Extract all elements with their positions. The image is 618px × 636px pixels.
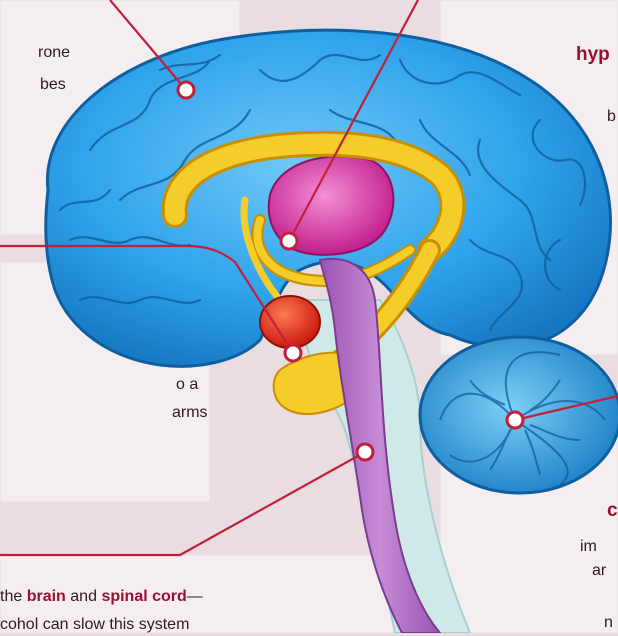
top-right-label-line1: b bbox=[607, 106, 616, 128]
brain-term: brain bbox=[27, 588, 66, 605]
bottom-right-label-line3: ar bbox=[592, 560, 606, 582]
bottom-left-dash: — bbox=[187, 588, 203, 605]
amygdala bbox=[260, 296, 320, 348]
leader-line-brainstem bbox=[0, 452, 365, 555]
callout-dot-cerebellum bbox=[507, 412, 523, 428]
bottom-right-heading: c bbox=[607, 500, 618, 522]
callout-dot-limbic bbox=[285, 345, 301, 361]
bottom-left-label-line1: the brain and spinal cord— bbox=[0, 586, 203, 608]
callout-dot-brainstem bbox=[357, 444, 373, 460]
top-right-heading: hyp bbox=[576, 44, 610, 66]
callout-dot-thalamus bbox=[281, 233, 297, 249]
bottom-right-label-line4: n bbox=[604, 612, 613, 634]
spinal-cord-term: spinal cord bbox=[101, 588, 186, 605]
mid-left-label-line2: arms bbox=[172, 402, 208, 424]
callout-dot-cerebrum bbox=[178, 82, 194, 98]
top-left-label-line1: rone bbox=[38, 42, 70, 64]
bottom-left-and: and bbox=[70, 588, 97, 605]
top-left-label-line2: bes bbox=[40, 74, 66, 96]
mid-left-label-line1: o a bbox=[176, 374, 198, 396]
bottom-left-prefix: the bbox=[0, 588, 22, 605]
bottom-right-label-line2: im bbox=[580, 536, 597, 558]
